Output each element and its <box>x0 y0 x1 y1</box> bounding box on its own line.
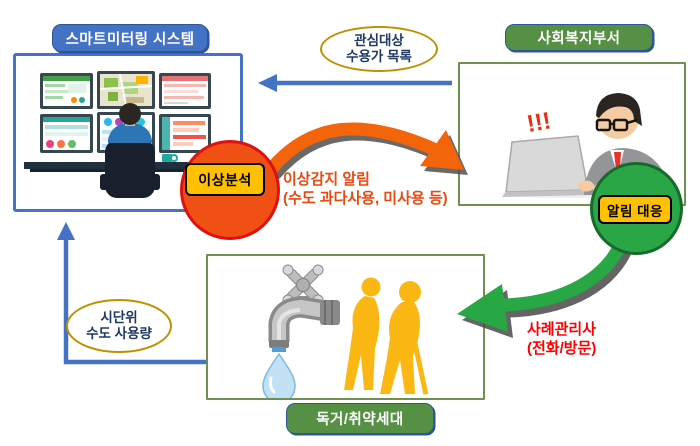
smart-metering-title-label: 스마트미터링 시스템 <box>65 31 195 48</box>
case-manager-line2: (전화/방문) <box>527 340 597 357</box>
case-manager-line1: 사례관리사 <box>527 321 597 338</box>
hourly-usage-line2: 수도 사용량 <box>86 326 152 341</box>
household-title-label: 독거/취약세대 <box>316 412 404 428</box>
customer-list-line1: 관심대상 <box>354 33 404 48</box>
smart-metering-title: 스마트미터링 시스템 <box>52 24 208 52</box>
operator-illustration <box>100 103 160 198</box>
arrow-anomaly-alert <box>265 122 468 180</box>
arrow-case-manager <box>457 239 632 338</box>
customer-list-line2: 수용가 목록 <box>346 49 412 64</box>
anomaly-alert-text: 이상감지 알림 (수도 과다사용, 미사용 등) <box>283 170 448 208</box>
hourly-usage-line1: 시단위 <box>100 310 138 325</box>
household-title: 독거/취약세대 <box>286 403 434 434</box>
laptop-icon <box>502 135 592 197</box>
glasses-icon <box>595 118 638 132</box>
anomaly-analysis-badge-label: 이상분석 <box>198 171 252 188</box>
customer-list-label: 관심대상 수용가 목록 <box>320 26 438 72</box>
elderly-couple-icon <box>344 277 429 395</box>
household-box <box>206 254 485 400</box>
welfare-dept-title: 사회복지부서 <box>505 24 653 51</box>
control-room-illustration <box>24 71 232 198</box>
case-manager-text: 사례관리사 (전화/방문) <box>527 320 596 358</box>
anomaly-analysis-badge: 이상분석 <box>185 163 265 196</box>
arrow-hourly-usage <box>57 222 206 365</box>
household-illustration <box>262 264 429 398</box>
anomaly-alert-line1: 이상감지 알림 <box>283 171 370 188</box>
water-drop-icon <box>262 352 296 398</box>
arrow-customer-list <box>258 74 452 92</box>
faucet-icon <box>268 264 340 352</box>
smart-metering-box <box>13 53 243 212</box>
exclamation-marks: !!! <box>525 107 553 138</box>
mug-icon <box>162 154 178 162</box>
alert-response-badge: 알림 대응 <box>598 195 672 224</box>
welfare-dept-title-label: 사회복지부서 <box>537 31 621 47</box>
anomaly-alert-line2: (수도 과다사용, 미사용 등) <box>283 190 448 207</box>
hourly-usage-label: 시단위 수도 사용량 <box>66 299 172 353</box>
alert-response-badge-label: 알림 대응 <box>607 203 663 219</box>
